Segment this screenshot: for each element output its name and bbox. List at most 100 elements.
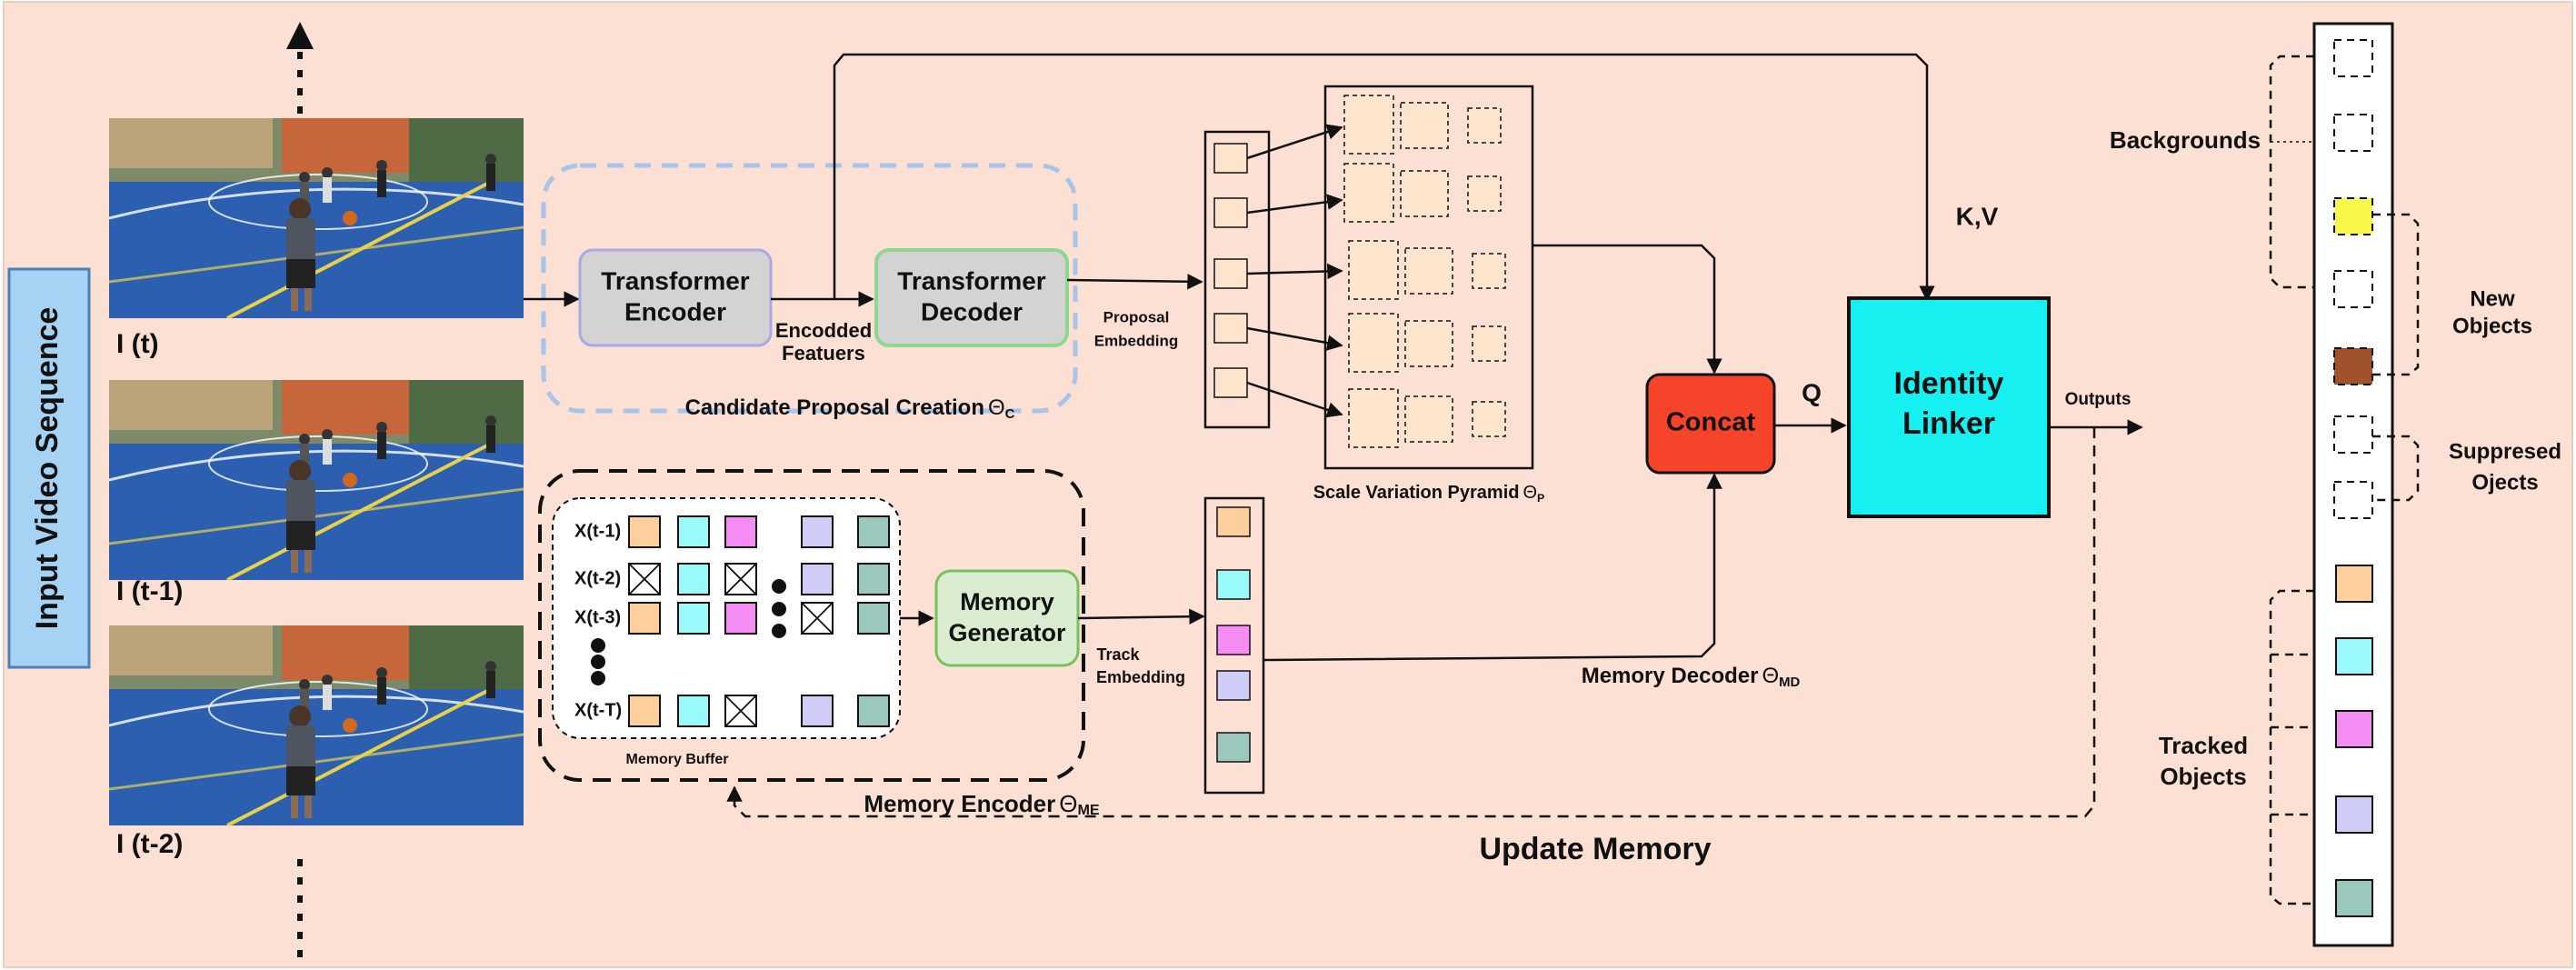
memory-slot [857, 563, 890, 595]
output-background-slot [2333, 270, 2373, 308]
output-background-slot [2333, 39, 2373, 77]
frame-label: I (t-2) [116, 829, 183, 859]
pyramid-to-concat-arrow [1533, 244, 1722, 375]
frame-label: I (t) [116, 329, 159, 359]
memory-decoder-title-text: Memory Decoder [1582, 664, 1759, 688]
proposal-to-pyramid-arrow [1246, 194, 1343, 215]
pyramid-cell-small [1467, 107, 1502, 144]
memory-encoder-title-symbol: Θ [1059, 790, 1077, 817]
memory-empty-slot-cross [724, 563, 757, 595]
proposal-to-pyramid-arrow [1246, 263, 1343, 280]
memory-slot [724, 515, 757, 548]
update-memory-feedback [726, 427, 2096, 818]
memory-row-label: X(t-1) [574, 521, 621, 541]
memory-empty-slot-cross [801, 602, 834, 635]
output-tracked-object-slot [2335, 795, 2373, 834]
identity-linker-label-2: Linker [1902, 406, 1995, 441]
candidate-proposal-title-text: Candidate Proposal Creation [685, 395, 984, 420]
track-embedding-cell [1216, 569, 1251, 600]
output-new-object-slot [2333, 347, 2373, 385]
candidate-proposal-title-symbol: Θ [988, 395, 1005, 420]
memory-generator-label-1: Memory [960, 588, 1054, 615]
identity-linker-box [1847, 296, 2051, 518]
pyramid-title-symbol: Θ [1523, 483, 1537, 503]
proposal-embedding-cell [1213, 258, 1248, 289]
backgrounds-bracket [2269, 55, 2314, 289]
identity-linker-label-1: Identity [1894, 366, 2004, 401]
memory-slot [628, 695, 661, 727]
suppressed-objects-label-1: Suppresed [2449, 439, 2561, 464]
memory-slot [857, 515, 890, 548]
generator-to-track-arrow [1077, 608, 1205, 625]
proposal-to-pyramid-arrow [1246, 381, 1343, 418]
frame-label: I (t-1) [116, 576, 183, 606]
output-background-slot [2333, 114, 2373, 152]
pyramid-cell-large [1348, 313, 1399, 373]
pyramid-cell-large [1348, 388, 1399, 448]
memory-ellipsis-dot [772, 602, 786, 616]
pyramid-cell-medium [1404, 247, 1453, 295]
memory-empty-slot-cross [724, 695, 757, 727]
proposal-to-pyramid-arrow [1246, 124, 1343, 160]
memory-ellipsis-dot [591, 638, 605, 653]
pyramid-cell-medium [1400, 170, 1449, 217]
memory-slot [677, 602, 710, 635]
memory-row-label: X(t-3) [574, 607, 621, 627]
memory-ellipsis-dot [772, 579, 786, 594]
track-embedding-cell [1216, 732, 1251, 763]
memory-decoder-title-symbol: Θ [1762, 664, 1779, 688]
transformer-encoder-label-1: Transformer [601, 266, 749, 295]
kv-label: K,V [1956, 202, 1999, 230]
proposal-embedding-label-2: Embedding [1094, 332, 1179, 349]
track-embedding-cell [1216, 670, 1251, 701]
memory-slot [857, 602, 890, 635]
input-frame-image [109, 118, 524, 318]
pyramid-cell-small [1472, 253, 1506, 289]
concat-label: Concat [1666, 408, 1756, 437]
track-embedding-cell [1216, 625, 1251, 655]
proposal-to-pyramid-arrow [1246, 326, 1343, 351]
pyramid-cell-small [1472, 325, 1506, 362]
output-background-slot [2333, 481, 2373, 519]
concat-box [1645, 373, 1776, 475]
memory-ellipsis-dot [591, 655, 605, 669]
transformer-decoder-box [874, 248, 1069, 347]
pyramid-cell-large [1343, 95, 1394, 155]
proposal-embedding-cell [1213, 143, 1248, 174]
track-embedding-label-1: Track [1096, 645, 1140, 664]
scale-variation-pyramid-box [1323, 85, 1534, 470]
proposal-embedding-cell [1213, 367, 1248, 398]
proposal-embedding-cell [1213, 197, 1248, 228]
pyramid-cell-medium [1404, 395, 1453, 443]
input-sequence-box [7, 267, 91, 669]
track-embedding-column [1203, 496, 1265, 795]
decoder-to-proposal-arrow [1066, 274, 1203, 290]
kv-skip-line [833, 53, 1935, 302]
output-background-slot [2333, 415, 2373, 454]
tracked-objects-label-1: Tracked [2159, 732, 2248, 759]
proposal-embedding-cell [1213, 313, 1248, 344]
track-embedding-cell [1216, 506, 1251, 537]
output-new-object-slot [2333, 197, 2373, 235]
update-memory-label: Update Memory [1479, 832, 1711, 866]
memory-row-label: X(t-T) [574, 700, 622, 720]
suppressed-objects-label-2: Ojects [2471, 470, 2538, 495]
tracked-objects-bracket [2269, 589, 2314, 905]
memory-encoder-region [538, 469, 1085, 782]
memory-empty-slot-cross [628, 563, 661, 595]
memory-ellipsis-dot [772, 624, 786, 638]
memory-slot [801, 563, 834, 595]
memory-slot [801, 515, 834, 548]
memory-slot [724, 602, 757, 635]
memory-encoder-title-text: Memory Encoder [864, 790, 1055, 817]
memory-slot [677, 515, 710, 548]
memory-ellipsis-dot [591, 671, 605, 685]
pyramid-title-text: Scale Variation Pyramid [1313, 483, 1520, 503]
memory-buffer-label: Memory Buffer [626, 752, 729, 767]
